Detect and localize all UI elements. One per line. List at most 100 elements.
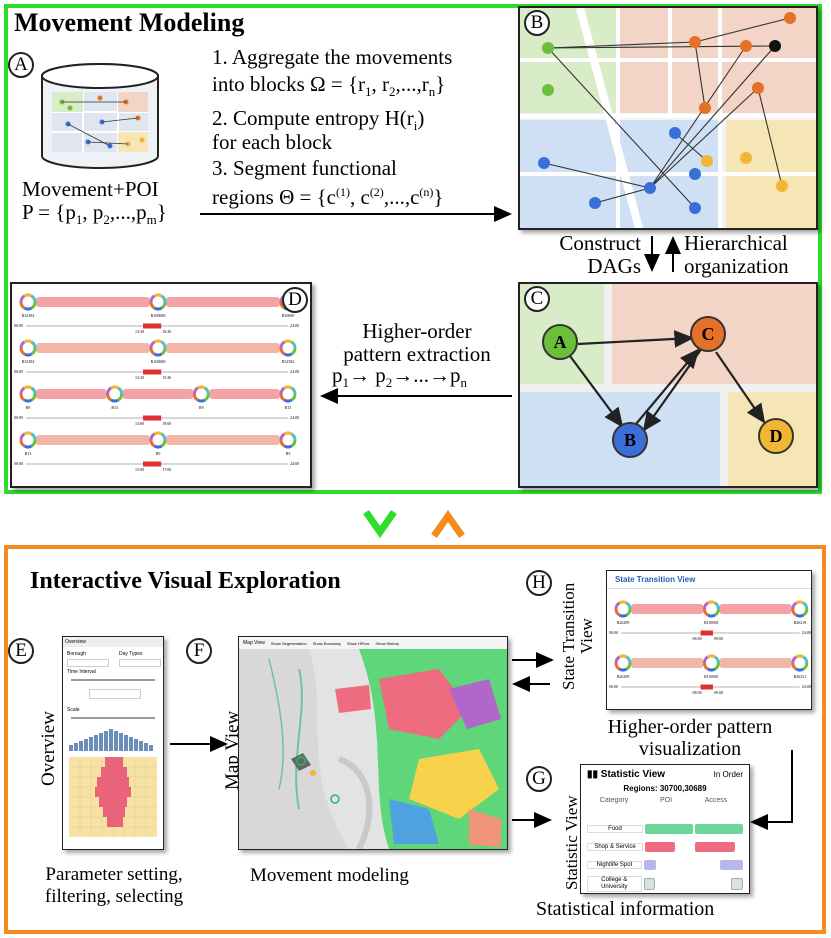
- time-end: 24:00: [802, 630, 811, 635]
- time-interval-slider[interactable]: [71, 679, 155, 681]
- time-interval-bar: [700, 684, 713, 690]
- region-id: R100001: [704, 620, 719, 625]
- region-id: R100000: [151, 359, 166, 364]
- map-view-panel: Map View Show Segmentation Show Boundary…: [238, 636, 508, 850]
- label-d: D: [282, 287, 308, 313]
- top-arrows: [200, 206, 681, 404]
- apply-button[interactable]: [89, 689, 141, 699]
- region-ring: [614, 600, 632, 618]
- section-title-exploration: Interactive Visual Exploration: [30, 568, 341, 594]
- time-start: 00:00: [14, 323, 23, 328]
- pattern-sequence-label: p1→ p2→...→pn: [332, 363, 467, 391]
- transition-bar: [36, 343, 150, 353]
- interval-start: 13:30: [135, 375, 144, 380]
- block-map: [520, 8, 816, 228]
- region-id: R9: [199, 405, 204, 410]
- borough-select[interactable]: [67, 659, 109, 667]
- time-interval-label: Time Interval: [67, 669, 96, 675]
- region-ring: [614, 654, 632, 672]
- dag-label-d: D: [770, 426, 783, 446]
- show-history-toggle[interactable]: Show History: [375, 640, 399, 646]
- transition-bar: [122, 389, 194, 399]
- time-end: 24:00: [290, 415, 299, 420]
- stat-row-food[interactable]: Food: [587, 821, 743, 837]
- time-start: 00:00: [609, 684, 618, 689]
- transition-bar: [209, 389, 280, 399]
- region-id: R26299: [617, 674, 630, 679]
- row-label: College & University: [587, 876, 642, 892]
- caption-f: Movement modeling: [250, 865, 409, 886]
- region-ring: [19, 431, 37, 449]
- region-id: R9: [26, 405, 31, 410]
- region-ring: [279, 339, 297, 357]
- scale-label: Scale: [67, 707, 80, 713]
- time-start: 00:00: [14, 369, 23, 374]
- state-panel-title: State Transition View: [607, 571, 811, 589]
- stat-row-shop[interactable]: Shop & Service: [587, 839, 743, 855]
- stat-header: ▮▮ Statistic View In Order: [581, 765, 749, 784]
- row-label: Food: [587, 825, 643, 833]
- bar-chart-icon: ▮▮: [587, 769, 601, 780]
- time-interval-bar: [143, 369, 162, 375]
- transition-bar: [719, 604, 792, 614]
- label-e: E: [8, 638, 34, 664]
- borough-label: Borough: [67, 651, 86, 657]
- poi-set-label: P = {p1, p2,...,pm}: [22, 200, 167, 228]
- transition-bar: [166, 435, 280, 445]
- time-start: 00:00: [14, 461, 23, 466]
- day-types-select[interactable]: [119, 659, 161, 667]
- stat-rows: Food Shop & Service Nightlife Spot Colle…: [587, 821, 744, 893]
- show-hflow-toggle[interactable]: Show HFlow: [346, 640, 370, 646]
- transition-bar: [36, 435, 150, 445]
- bottom-arrows: [170, 652, 793, 830]
- transition-bar: [631, 658, 704, 668]
- col-access: Access: [704, 797, 728, 804]
- chevron-up-icon: [431, 509, 465, 539]
- label-a: A: [8, 52, 34, 78]
- stat-row-college[interactable]: College & University: [587, 875, 744, 893]
- city-map[interactable]: [239, 649, 507, 849]
- interval-end: 19:00: [162, 421, 171, 426]
- region-ring: [791, 654, 809, 672]
- col-category: Category: [599, 797, 629, 804]
- region-id: R26231: [793, 674, 806, 679]
- region-id: R13: [25, 451, 32, 456]
- region-ring: [106, 385, 124, 403]
- overview-histogram-heatmap: [69, 729, 157, 837]
- row-label: Nightlife Spot: [587, 861, 642, 869]
- region-id: R32382: [22, 359, 35, 364]
- time-end: 24:00: [290, 369, 299, 374]
- dag-label-c: C: [702, 324, 715, 344]
- label-b: B: [524, 10, 550, 36]
- dag-graph: A C B D: [520, 284, 816, 486]
- row-label: Shop & Service: [587, 843, 643, 851]
- label-f: F: [186, 638, 212, 664]
- region-ring: [702, 600, 720, 618]
- transition-bar: [166, 297, 280, 307]
- show-boundary-toggle[interactable]: Show Boundary: [312, 640, 341, 646]
- poi-bar: [645, 842, 675, 852]
- label-h: H: [526, 570, 552, 596]
- interval-start: 08:00: [693, 636, 702, 641]
- region-ring: [19, 293, 37, 311]
- movement-poi-label: Movement+POI: [22, 177, 159, 201]
- step-3-line-2: regions Θ = {c(1), c(2),...,c(n)}: [212, 185, 444, 209]
- region-id: R100001: [704, 674, 719, 679]
- region-ring: [192, 385, 210, 403]
- in-order-toggle[interactable]: In Order: [713, 770, 743, 779]
- transition-bar: [36, 297, 150, 307]
- dag-node-d: [758, 418, 794, 454]
- time-interval-bar: [143, 323, 162, 329]
- interval-end: 16:30: [162, 329, 171, 334]
- show-segmentation-toggle[interactable]: Show Segmentation: [270, 640, 307, 646]
- scale-slider[interactable]: [71, 717, 155, 719]
- section-title-modeling: Movement Modeling: [14, 8, 245, 37]
- interval-start: 08:00: [693, 690, 702, 695]
- stat-row-nightlife[interactable]: Nightlife Spot: [587, 857, 743, 873]
- statistic-vertical-label: Statistic View: [562, 795, 581, 890]
- region-ring: [279, 385, 297, 403]
